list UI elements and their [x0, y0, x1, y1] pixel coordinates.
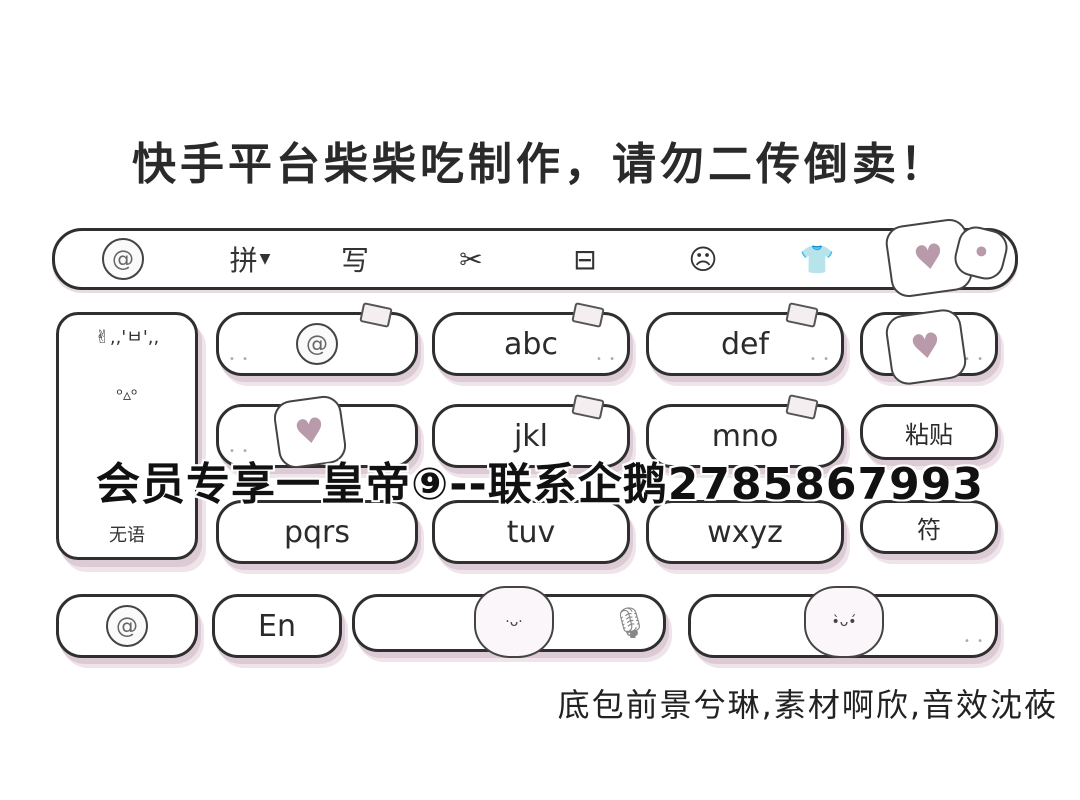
phrase-emoticon-1[interactable]: ✌,,'ㅂ',,: [94, 327, 160, 348]
swirl-icon: @: [102, 238, 144, 280]
cat-paw-delete-icon: ♥: [883, 307, 969, 387]
cat-face-icon: ·ᴗ·: [474, 586, 554, 658]
promo-watermark: 会员专享一皇帝⑨--联系企鹅2785867993: [96, 459, 984, 510]
phrase-speechless[interactable]: 无语: [109, 525, 145, 546]
handwrite-button[interactable]: 写: [327, 237, 383, 281]
blush-dots: • •: [964, 636, 985, 647]
bottom-credit: 底包前景兮琳,素材啊欣,音效沈莜: [557, 686, 1058, 724]
key-jkl-label: jkl: [513, 418, 549, 454]
blush-dots: • •: [229, 354, 250, 365]
scissors-icon: ✂: [459, 242, 483, 276]
blush-dots: • •: [964, 354, 985, 365]
keyboard-toolbar: @ 拼▼ 写 ✂ ⊟ ☹ 👕: [52, 228, 1018, 290]
input-mode-label: 拼: [229, 244, 258, 277]
key-pqrs-label: pqrs: [283, 514, 351, 550]
cursor-box-icon: ⊟: [573, 242, 597, 276]
input-mode-button[interactable]: 拼▼: [215, 237, 285, 281]
cat-face-icon-2: •̀ᴗ•́: [804, 586, 884, 658]
key-def-label: def: [720, 326, 770, 362]
handwrite-label: 写: [340, 244, 369, 277]
key-jkl[interactable]: jkl: [432, 394, 630, 468]
swirl-icon: @: [106, 605, 148, 647]
key-tuv[interactable]: tuv: [432, 500, 630, 564]
key-tuv-label: tuv: [506, 514, 556, 550]
key-symbol[interactable]: 符: [860, 500, 998, 554]
microphone-icon: 🎙: [610, 605, 649, 641]
blush-dots: • •: [810, 354, 831, 365]
tape-decoration: [785, 302, 819, 328]
key-lang[interactable]: En: [212, 594, 342, 658]
top-title: 快手平台柴柴吃制作，请勿二传倒卖！: [132, 139, 948, 190]
key-paste-label: 粘贴: [905, 420, 953, 449]
key-def[interactable]: def • •: [646, 302, 844, 376]
emoji-button[interactable]: ☹: [679, 237, 727, 281]
key-pqrs[interactable]: pqrs: [216, 500, 418, 564]
scissors-button[interactable]: ✂: [447, 237, 495, 281]
emoji-icon: ☹: [688, 242, 718, 276]
swirl-icon: @: [296, 323, 338, 365]
quick-phrase-panel[interactable]: ✌,,'ㅂ',, ᵒ▵ᵒ 无语: [56, 312, 198, 560]
phrase-emoticon-2[interactable]: ᵒ▵ᵒ: [116, 385, 138, 404]
tape-decoration: [359, 302, 393, 328]
key-mno-label: mno: [711, 418, 779, 454]
key-abc-label: abc: [504, 326, 558, 362]
skin-button[interactable]: 👕: [793, 237, 841, 281]
key-lang-label: En: [258, 608, 296, 644]
key-wxyz[interactable]: wxyz: [646, 500, 844, 564]
key-1[interactable]: @ • •: [216, 302, 418, 376]
key-paste[interactable]: 粘贴: [860, 404, 998, 460]
key-wxyz-label: wxyz: [707, 514, 783, 550]
tape-decoration: [571, 302, 605, 328]
caret-down-icon: ▼: [259, 251, 271, 267]
cursor-box-button[interactable]: ⊟: [561, 237, 609, 281]
key-emoji-switch[interactable]: @: [56, 594, 198, 658]
blush-dots: • •: [596, 354, 617, 365]
key-symbol-label: 符: [917, 515, 941, 544]
shirt-icon: 👕: [799, 242, 835, 276]
key-mno[interactable]: mno: [646, 394, 844, 468]
blush-dots: • •: [229, 446, 250, 457]
tape-decoration: [571, 394, 605, 420]
key-abc[interactable]: abc • •: [432, 302, 630, 376]
logo-button[interactable]: @: [99, 237, 147, 281]
tape-decoration: [785, 394, 819, 420]
